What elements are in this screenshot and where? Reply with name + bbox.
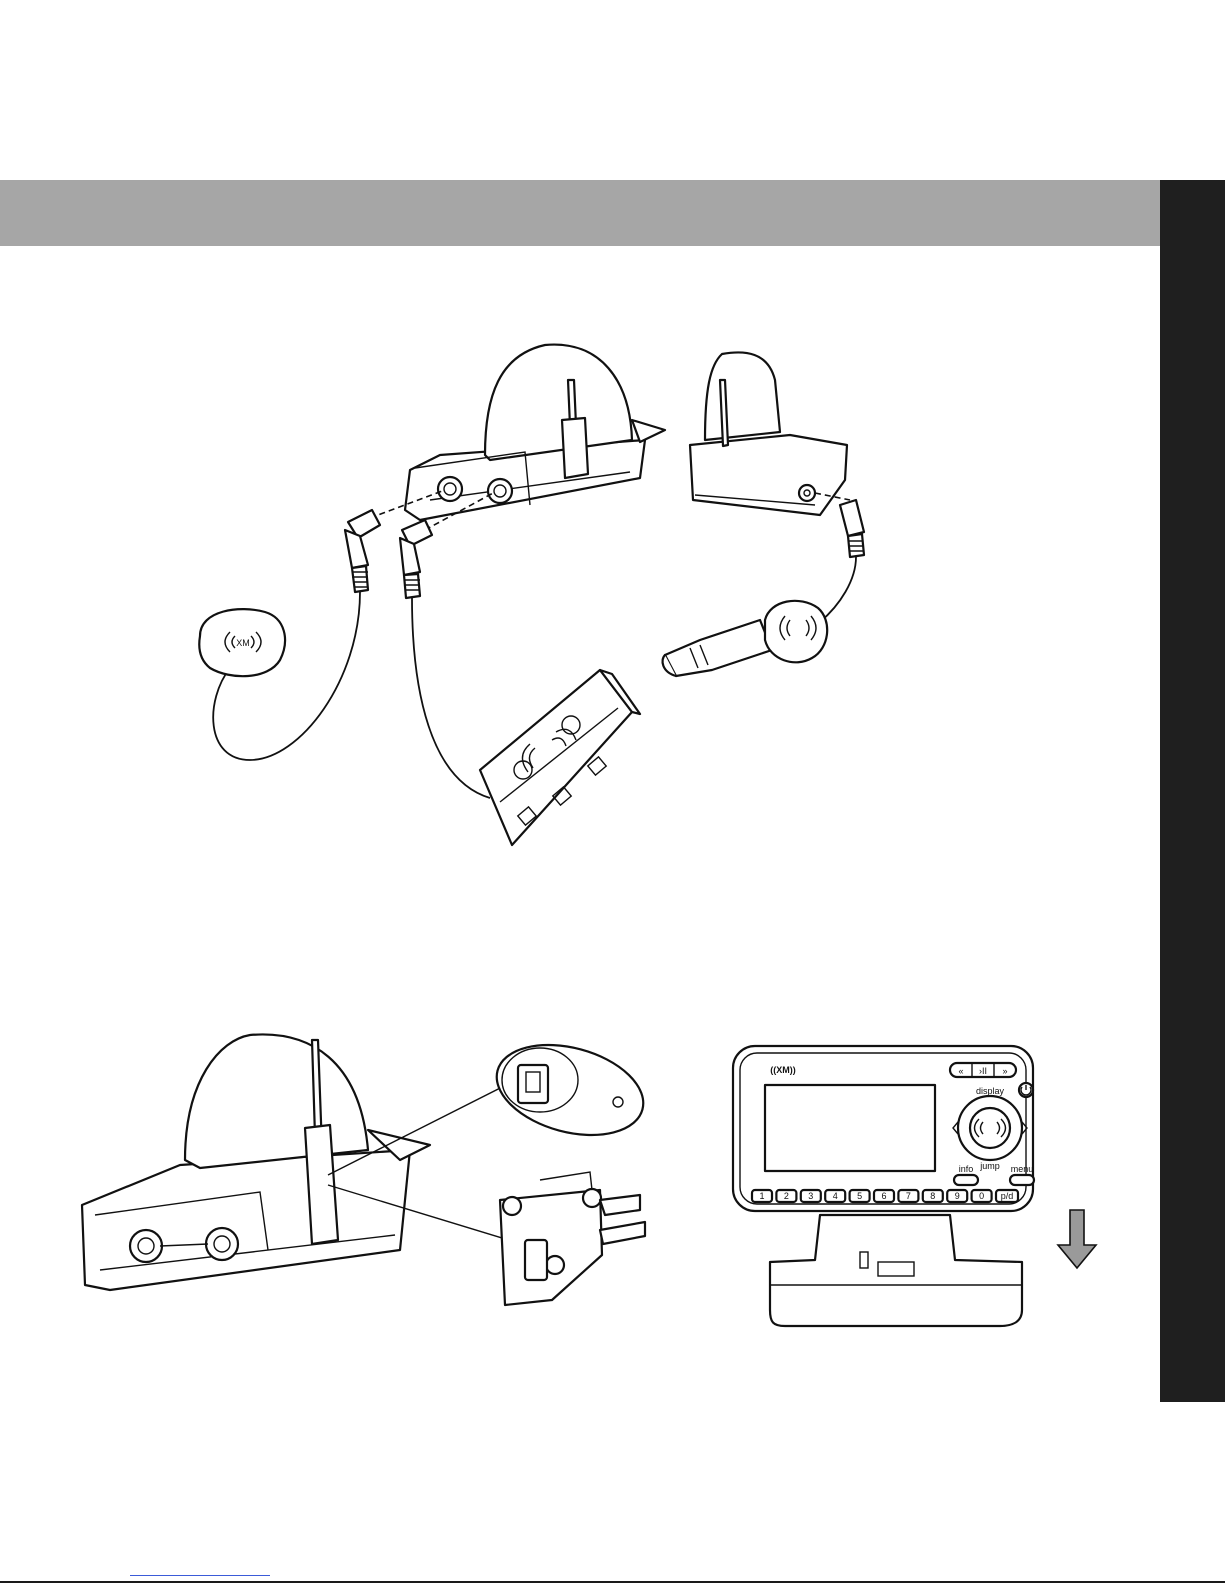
power-jack (799, 485, 815, 501)
power-plug (840, 500, 864, 557)
preset-key-label: p/d (1001, 1191, 1014, 1201)
audio-jack (488, 479, 512, 503)
preset-key-label: 0 (979, 1191, 984, 1201)
cassette-adapter (480, 670, 640, 845)
info-label: info (959, 1164, 974, 1174)
cradle-mount-illustration (82, 1030, 653, 1305)
audio-cable (412, 598, 490, 798)
footer-rule (0, 1581, 1225, 1583)
svg-text:XM: XM (236, 638, 250, 648)
forward-button[interactable]: » (1002, 1066, 1007, 1076)
cradle-front-view (405, 345, 665, 520)
preset-key-label: 3 (808, 1191, 813, 1201)
power-button[interactable] (1019, 1083, 1033, 1097)
play-pause-button[interactable]: ›II (979, 1066, 987, 1076)
arrow-down-icon (1058, 1210, 1096, 1268)
preset-key-label: 8 (930, 1191, 935, 1201)
xm-logo: ((XM)) (770, 1065, 796, 1075)
preset-key-label: 7 (906, 1191, 911, 1201)
display-screen (765, 1085, 935, 1171)
display-label: display (976, 1086, 1005, 1096)
radio-dock-illustration: ((XM)) « ›II » display jump info menu 1 2… (733, 1046, 1096, 1326)
dock-base (770, 1215, 1022, 1326)
select-button[interactable] (970, 1108, 1010, 1148)
preset-key-label: 1 (759, 1191, 764, 1201)
jump-label: jump (979, 1161, 1000, 1171)
preset-key-label: 5 (857, 1191, 862, 1201)
cradle-connections-illustration: XM (199, 345, 864, 845)
antenna-plug (345, 510, 380, 592)
preset-key-label: 6 (881, 1191, 886, 1201)
vent-clip-mount (500, 1172, 645, 1305)
car-power-adapter (663, 601, 828, 676)
antenna-puck: XM (199, 609, 285, 676)
preset-key-label: 2 (784, 1191, 789, 1201)
power-cable (820, 557, 856, 622)
preset-keypad: 1 2 3 4 5 6 7 8 9 0 p/d (752, 1190, 1018, 1202)
antenna-jack (438, 477, 462, 501)
audio-plug (400, 520, 432, 598)
menu-label: menu (1011, 1164, 1034, 1174)
info-button[interactable] (954, 1175, 978, 1185)
preset-key-label: 9 (955, 1191, 960, 1201)
cradle-rear-view (690, 352, 847, 515)
suction-mount (487, 1030, 654, 1150)
menu-button[interactable] (1010, 1175, 1034, 1185)
rewind-button[interactable]: « (958, 1066, 963, 1076)
footer-link-underline (130, 1575, 270, 1576)
preset-key-label: 4 (833, 1191, 838, 1201)
